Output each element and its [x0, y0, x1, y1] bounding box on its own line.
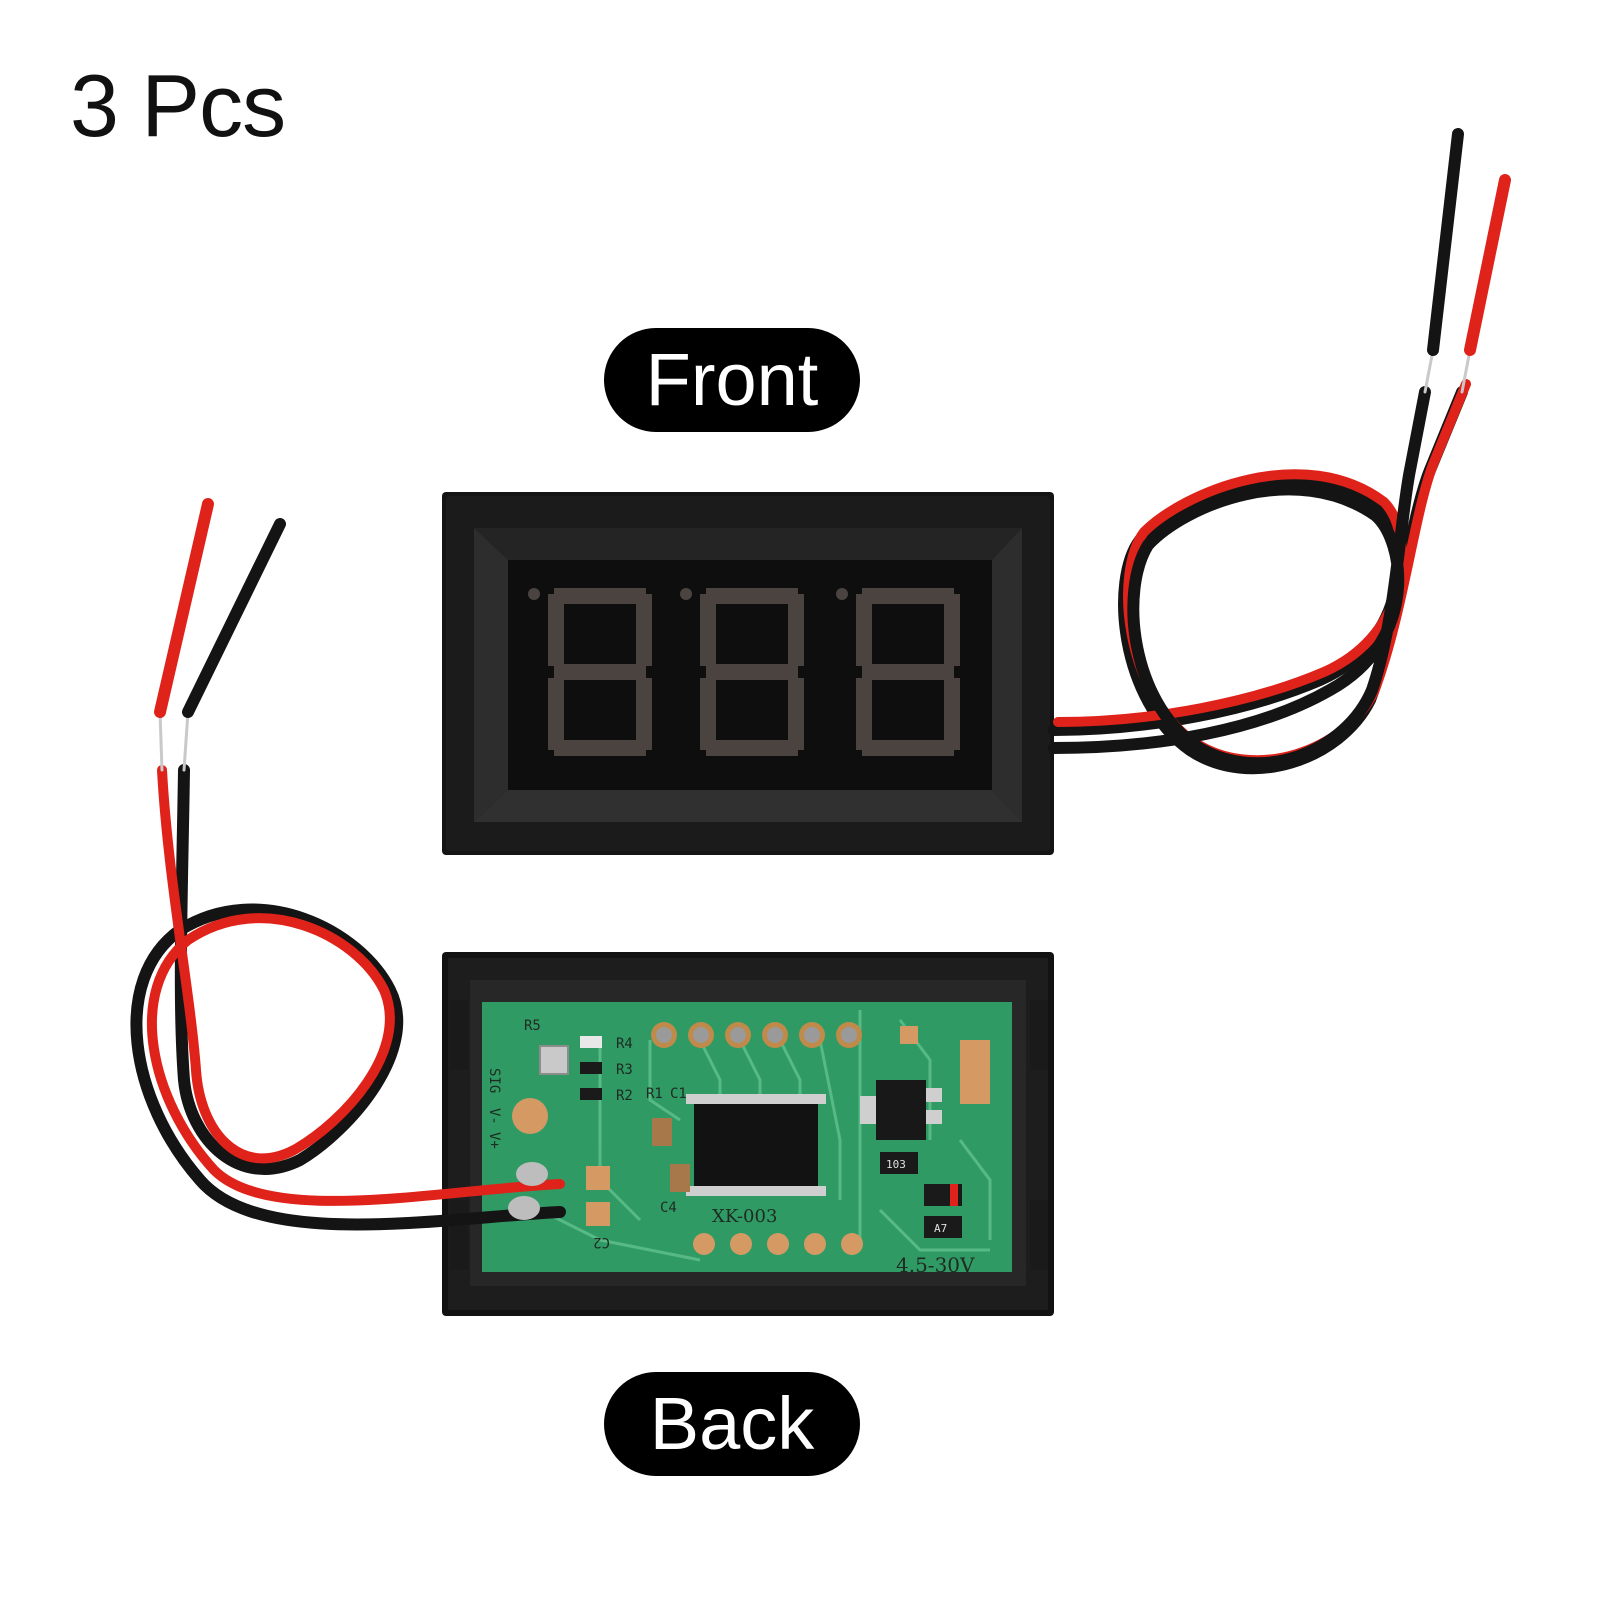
digit-3-segment-6 — [856, 678, 872, 750]
digit-2-segment-6 — [700, 678, 716, 750]
front-wires — [1048, 128, 1511, 775]
digit-2-segment-1 — [706, 588, 798, 604]
pcb-model-label: XK-003 — [712, 1206, 777, 1227]
digit-1-segment-5 — [636, 594, 652, 666]
digit-2-segment-3 — [706, 740, 798, 756]
back-red-wire-end — [154, 498, 214, 718]
digit-1-decimal-point — [528, 588, 540, 600]
pcb-top-pads — [651, 1022, 862, 1048]
voltage-regulator — [876, 1080, 926, 1140]
pcb-voltage-label: 4.5-30V — [896, 1253, 975, 1277]
front-voltmeter — [442, 492, 1054, 855]
digit-2-segment-5 — [788, 594, 804, 666]
pcb-label-r2: R2 — [616, 1088, 633, 1104]
bezel-bevel-bottom — [474, 790, 1022, 822]
digit-3-segment-5 — [944, 594, 960, 666]
ic-chip — [686, 1094, 826, 1196]
pcb-pin-sig: SIG — [486, 1068, 502, 1093]
pcb-label-c2: C2 — [593, 1234, 610, 1250]
digit-1-segment-4 — [548, 594, 564, 666]
bezel-bevel-top — [474, 528, 1022, 560]
seven-segment-digits — [528, 588, 960, 756]
digit-3-segment-1 — [862, 588, 954, 604]
digit-3-segment-2 — [862, 664, 954, 680]
pcb-pin-vplus: V+ — [486, 1132, 502, 1149]
digit-2-segment-4 — [700, 594, 716, 666]
pcb-label-103: 103 — [886, 1158, 906, 1171]
bezel-bevel-right — [992, 528, 1022, 822]
digit-1-segment-2 — [554, 664, 646, 680]
bezel-bevel-left — [474, 528, 508, 822]
digit-1-segment-3 — [554, 740, 646, 756]
back-view-label: Back — [604, 1372, 860, 1476]
pcb-bottom-pads — [693, 1233, 863, 1255]
smd-capacitor-c1 — [652, 1118, 672, 1146]
smd-capacitor-c4 — [670, 1164, 690, 1192]
digit-1-segment-6 — [548, 678, 564, 750]
digit-2-segment-2 — [706, 664, 798, 680]
back-black-wire-end — [182, 518, 286, 718]
digit-1-segment-7 — [636, 678, 652, 750]
pcb-label-r1: R1 — [646, 1086, 663, 1102]
smd-resistor-r4 — [580, 1036, 602, 1048]
digit-3-segment-4 — [856, 594, 872, 666]
smd-resistor-r2 — [580, 1088, 602, 1100]
pcb-label-c4: C4 — [660, 1200, 677, 1216]
digit-2-segment-7 — [788, 678, 804, 750]
pcb-pin-vminus: V- — [486, 1108, 502, 1125]
quantity-label: 3 Pcs — [70, 56, 286, 155]
smd-resistor-r3 — [580, 1062, 602, 1074]
pcb-label-c1: C1 — [670, 1086, 687, 1102]
front-black-wire — [1048, 386, 1431, 770]
pcb-label-r3: R3 — [616, 1062, 633, 1078]
solder-pad-sig — [512, 1098, 548, 1134]
back-red-wire — [146, 765, 565, 1206]
digit-3-decimal-point — [836, 588, 848, 600]
digit-3-segment-3 — [862, 740, 954, 756]
back-voltmeter: R5 R4 R3 R2 R1 C1 C2 C4 103 A7 XK-003 4.… — [442, 952, 1054, 1316]
digit-2-decimal-point — [680, 588, 692, 600]
smd-component-a7 — [924, 1216, 962, 1238]
pcb-label-a7: A7 — [934, 1222, 947, 1235]
front-red-wire-end — [1464, 174, 1511, 356]
back-wires — [130, 498, 566, 1231]
smd-component-103 — [880, 1152, 918, 1174]
front-view-label: Front — [604, 328, 860, 432]
digit-1-segment-1 — [554, 588, 646, 604]
front-black-wire-end — [1427, 128, 1464, 356]
digit-3-segment-7 — [944, 678, 960, 750]
pcb-label-r4: R4 — [616, 1036, 633, 1052]
pcb-label-r5: R5 — [524, 1018, 541, 1034]
